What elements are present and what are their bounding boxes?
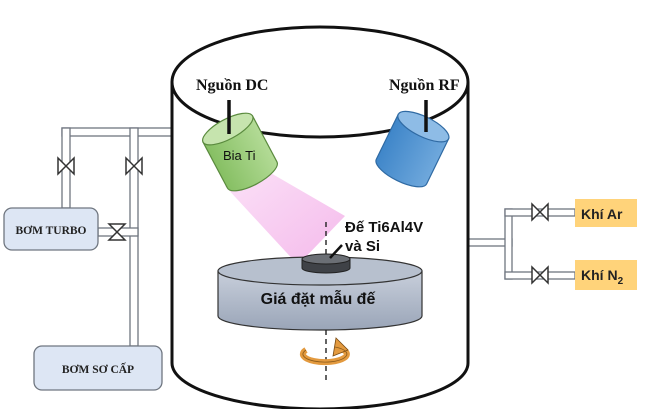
gas-ar-box: Khí Ar bbox=[575, 199, 637, 227]
valve-icon bbox=[57, 156, 75, 176]
rotation-arrow-icon bbox=[299, 337, 350, 366]
gas-n2-box: Khí N2 bbox=[575, 260, 637, 290]
dc-source-label: Nguồn DC bbox=[196, 77, 268, 94]
gas-n2-label: Khí N2 bbox=[581, 267, 624, 287]
gas-ar-label: Khí Ar bbox=[581, 206, 623, 222]
substrate-label-line1: Đế Ti6Al4V bbox=[345, 219, 423, 236]
valve-icon bbox=[107, 223, 127, 241]
pipe-network-right bbox=[465, 208, 576, 280]
primary-pump-label: BƠM SƠ CẤP bbox=[62, 361, 134, 376]
substrate-pointer bbox=[329, 244, 343, 259]
rf-source bbox=[375, 110, 450, 188]
valve-icon bbox=[531, 265, 549, 285]
substrate-label-line2: và Si bbox=[345, 238, 380, 255]
target-label: Bia Ti bbox=[223, 148, 256, 163]
plasma-beam bbox=[225, 168, 345, 265]
substrate bbox=[301, 253, 351, 274]
turbo-pump-label: BƠM TURBO bbox=[15, 224, 86, 237]
sample-holder-label: Giá đặt mẫu đế bbox=[261, 289, 376, 308]
turbo-pump: BƠM TURBO bbox=[3, 207, 99, 251]
valve-icon bbox=[531, 202, 549, 222]
rf-source-label: Nguồn RF bbox=[389, 77, 460, 94]
valve-icon bbox=[125, 156, 143, 176]
primary-pump: BƠM SƠ CẤP bbox=[33, 345, 163, 391]
